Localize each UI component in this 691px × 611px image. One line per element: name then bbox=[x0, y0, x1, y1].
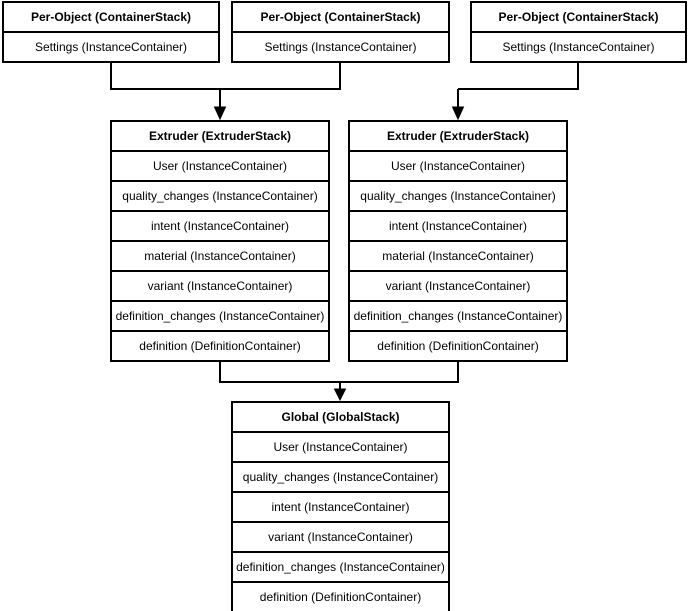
container-row-quality-changes: quality_changes (InstanceContainer) bbox=[233, 461, 448, 491]
container-row-intent: intent (InstanceContainer) bbox=[233, 491, 448, 521]
per-object-stack-1: Per-Object (ContainerStack) Settings (In… bbox=[2, 1, 220, 63]
container-row-material: material (InstanceContainer) bbox=[350, 240, 566, 270]
connector-perobject3-to-extruder2 bbox=[458, 63, 579, 90]
global-stack: Global (GlobalStack) User (InstanceConta… bbox=[231, 401, 450, 611]
container-row-settings: Settings (InstanceContainer) bbox=[4, 31, 218, 61]
container-row-quality-changes: quality_changes (InstanceContainer) bbox=[350, 180, 566, 210]
arrowhead-global bbox=[333, 388, 347, 402]
container-row-settings: Settings (InstanceContainer) bbox=[472, 31, 685, 61]
container-row-definition: definition (DefinitionContainer) bbox=[350, 330, 566, 360]
container-row-variant: variant (InstanceContainer) bbox=[350, 270, 566, 300]
container-row-intent: intent (InstanceContainer) bbox=[112, 210, 328, 240]
container-row-variant: variant (InstanceContainer) bbox=[112, 270, 328, 300]
extruder-stack-1: Extruder (ExtruderStack) User (InstanceC… bbox=[110, 120, 330, 362]
extruder-stack-title: Extruder (ExtruderStack) bbox=[386, 129, 530, 143]
container-row-user: User (InstanceContainer) bbox=[112, 150, 328, 180]
per-object-stack-title: Per-Object (ContainerStack) bbox=[498, 10, 659, 24]
arrowhead-extruder2 bbox=[451, 106, 465, 121]
container-row-user: User (InstanceContainer) bbox=[350, 150, 566, 180]
extruder-stack-title: Extruder (ExtruderStack) bbox=[148, 129, 292, 143]
global-stack-title: Global (GlobalStack) bbox=[281, 410, 400, 424]
per-object-stack-2: Per-Object (ContainerStack) Settings (In… bbox=[231, 1, 450, 63]
container-row-user: User (InstanceContainer) bbox=[233, 431, 448, 461]
container-row-definition-changes: definition_changes (InstanceContainer) bbox=[233, 551, 448, 581]
per-object-stack-title: Per-Object (ContainerStack) bbox=[30, 10, 192, 24]
container-row-definition-changes: definition_changes (InstanceContainer) bbox=[112, 300, 328, 330]
per-object-stack-3: Per-Object (ContainerStack) Settings (In… bbox=[470, 1, 687, 63]
container-row-variant: variant (InstanceContainer) bbox=[233, 521, 448, 551]
connector-extruders-to-global bbox=[219, 362, 459, 383]
container-row-definition: definition (DefinitionContainer) bbox=[233, 581, 448, 611]
connector-perobject12-to-extruder1 bbox=[110, 63, 341, 90]
container-row-intent: intent (InstanceContainer) bbox=[350, 210, 566, 240]
container-row-material: material (InstanceContainer) bbox=[112, 240, 328, 270]
container-row-definition-changes: definition_changes (InstanceContainer) bbox=[350, 300, 566, 330]
extruder-stack-2: Extruder (ExtruderStack) User (InstanceC… bbox=[348, 120, 568, 362]
arrowhead-extruder1 bbox=[213, 106, 227, 121]
container-row-quality-changes: quality_changes (InstanceContainer) bbox=[112, 180, 328, 210]
container-row-definition: definition (DefinitionContainer) bbox=[112, 330, 328, 360]
per-object-stack-title: Per-Object (ContainerStack) bbox=[260, 10, 421, 24]
container-row-settings: Settings (InstanceContainer) bbox=[233, 31, 448, 61]
